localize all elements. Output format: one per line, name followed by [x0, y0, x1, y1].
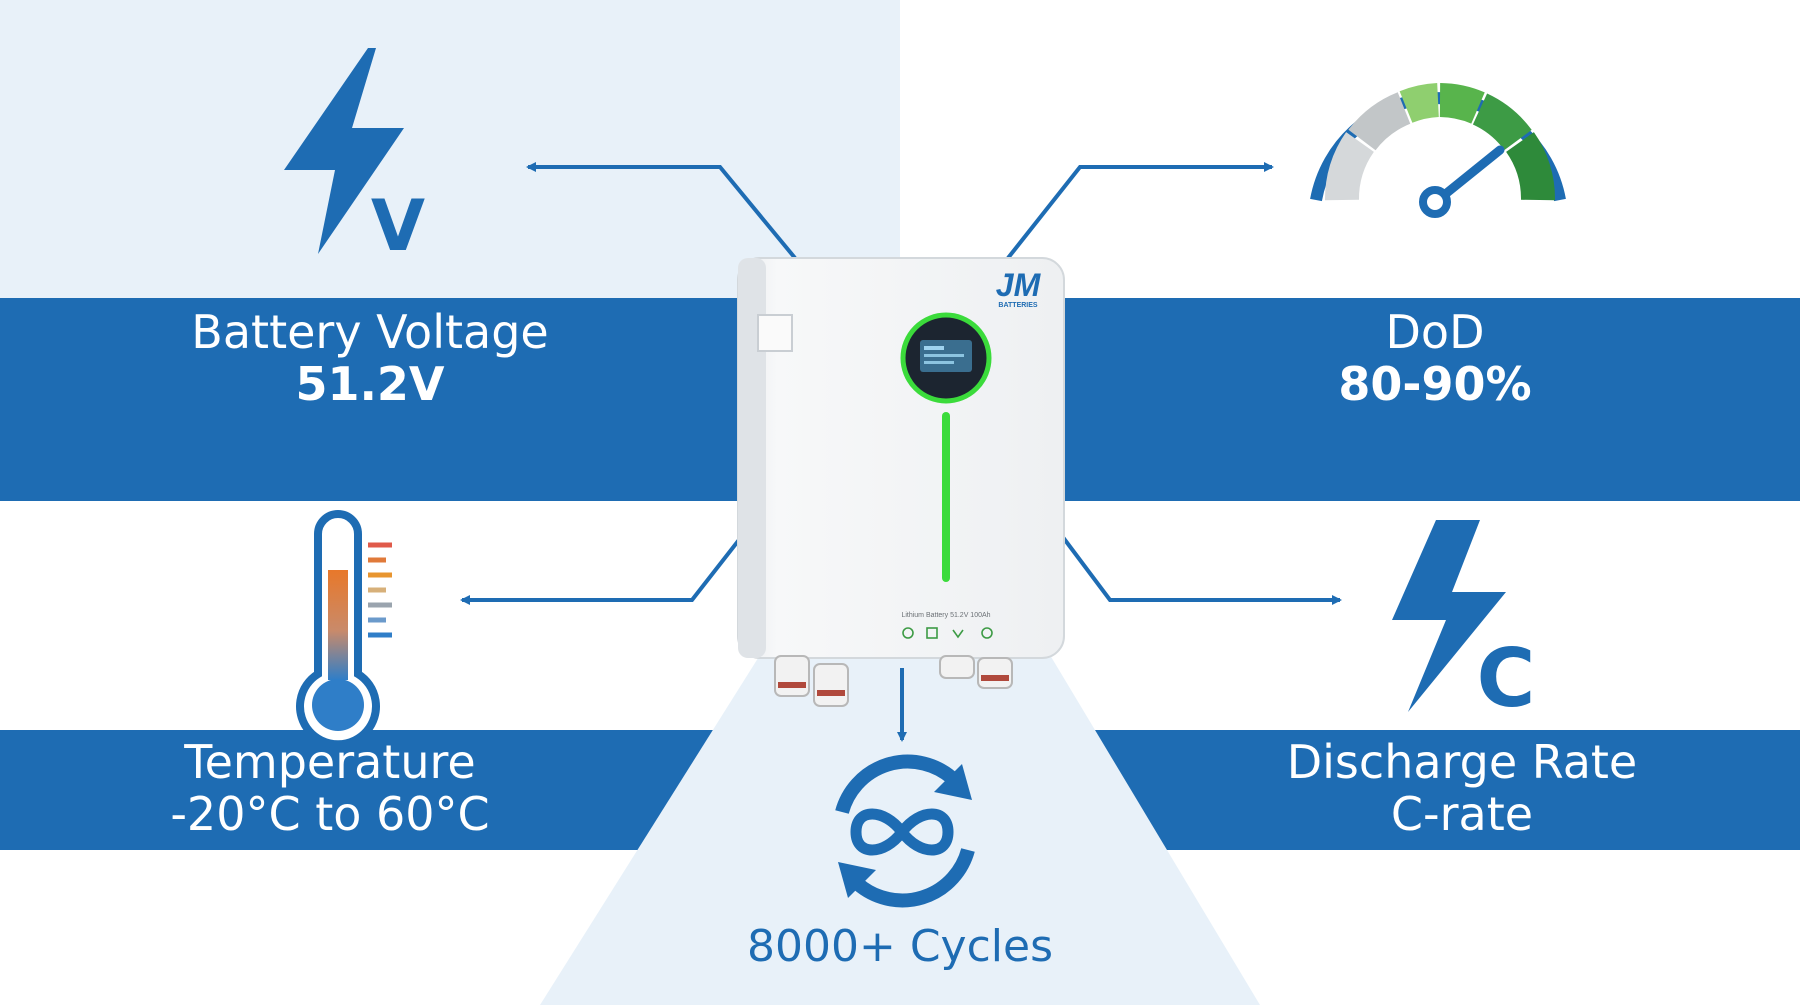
temperature-value: -20°C to 60°C — [170, 786, 490, 841]
temperature-title: Temperature — [184, 735, 476, 789]
arrow-to-dod — [1006, 162, 1274, 260]
voltage-title: Battery Voltage — [191, 305, 549, 359]
voltage-label: Battery Voltage 51.2V — [120, 305, 620, 411]
device-model-text: Lithium Battery 51.2V 100Ah — [901, 612, 990, 619]
cycles-label: 8000+ Cycles — [700, 921, 1100, 972]
lightning-v-icon: V — [284, 48, 425, 267]
top-left-panel — [0, 0, 900, 300]
lightning-c-icon: C — [1392, 520, 1535, 725]
device-feet — [774, 655, 1013, 707]
cycles-title: 8000+ Cycles — [746, 921, 1053, 972]
dod-value: 80-90% — [1338, 356, 1532, 411]
discharge-title: Discharge Rate — [1286, 735, 1638, 789]
battery-device: JM BATTERIES Lithium Battery 51.2V 100Ah — [737, 257, 1065, 707]
discharge-value: C-rate — [1390, 786, 1534, 841]
svg-text:V: V — [371, 185, 425, 267]
infinity-cycle-icon — [835, 754, 975, 908]
arrow-to-temperature — [460, 534, 744, 605]
arrow-to-discharge — [1060, 534, 1342, 605]
temperature-label: Temperature -20°C to 60°C — [80, 735, 580, 841]
arrow-to-voltage — [526, 162, 797, 260]
discharge-label: Discharge Rate C-rate — [1212, 735, 1712, 841]
side-vent — [757, 314, 793, 352]
thermometer-icon — [296, 510, 392, 749]
device-logo: JM — [996, 267, 1042, 303]
svg-text:C: C — [1477, 632, 1536, 725]
certification-icons — [902, 627, 993, 639]
device-logo-subtext: BATTERIES — [998, 302, 1037, 309]
status-light-strip — [942, 412, 950, 582]
dod-title: DoD — [1385, 305, 1485, 359]
voltage-value: 51.2V — [295, 356, 445, 411]
dod-label: DoD 80-90% — [1185, 305, 1685, 411]
gauge-icon — [1310, 83, 1566, 218]
